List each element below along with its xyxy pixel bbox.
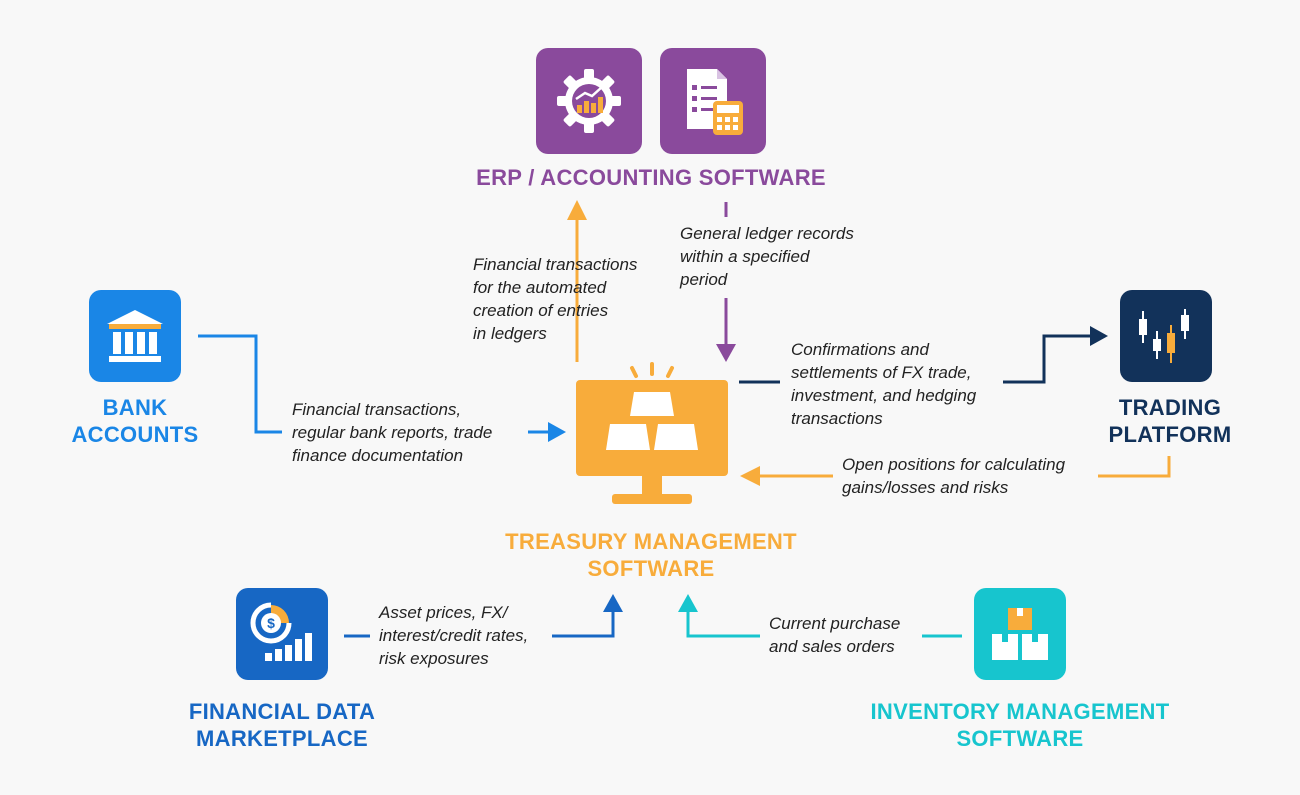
financial-title-line-1: FINANCIAL DATA [188, 699, 376, 724]
flow-note-financial-to-treasury: Asset prices, FX/ interest/credit rates,… [379, 601, 528, 670]
note-line: General ledger records [680, 224, 854, 243]
gear-chart-icon [557, 69, 621, 133]
treasury-monitor [572, 362, 732, 510]
flow-note-treasury-to-trading: Confirmations and settlements of FX trad… [791, 338, 976, 430]
boxes-icon [992, 608, 1048, 660]
treasury-title: TREASURY MANAGEMENT SOFTWARE [480, 528, 822, 582]
checklist-calculator-icon [687, 69, 743, 135]
note-line: interest/credit rates, [379, 626, 529, 645]
erp-title: ERP / ACCOUNTING SOFTWARE [476, 165, 826, 190]
note-line: Current purchase [769, 614, 901, 633]
note-line: creation of entries [473, 301, 609, 320]
bank-building-icon [107, 310, 163, 362]
note-line: risk exposures [379, 649, 489, 668]
note-line: for the automated [473, 278, 607, 297]
candlestick-chart-icon [1139, 309, 1189, 363]
note-line: gains/losses and risks [842, 478, 1009, 497]
monitor-gold-bars-icon [576, 362, 728, 504]
note-line: Financial transactions, [292, 400, 462, 419]
arrow-trading-to-treasury [740, 456, 1171, 486]
bank-title-line-2: ACCOUNTS [71, 422, 199, 447]
arrow-financial-to-treasury [344, 594, 623, 638]
flow-note-trading-to-treasury: Open positions for calculating gains/los… [842, 453, 1065, 499]
flow-note-bank-to-treasury: Financial transactions, regular bank rep… [292, 398, 492, 467]
arrow-inventory-to-treasury [678, 594, 962, 638]
note-line: investment, and hedging [791, 386, 977, 405]
note-line: in ledgers [473, 324, 547, 343]
inventory-title: INVENTORY MANAGEMENT SOFTWARE [850, 698, 1190, 752]
inventory-tile [974, 588, 1066, 680]
arrow-treasury-to-trading [739, 326, 1108, 384]
bank-title-line-1: BANK [102, 395, 168, 420]
trading-title-line-2: PLATFORM [1108, 422, 1232, 447]
financial-title-line-2: MARKETPLACE [196, 726, 368, 751]
note-line: Financial transactions [473, 255, 638, 274]
inventory-title-line-1: INVENTORY MANAGEMENT [870, 699, 1170, 724]
dollar-bar-chart-icon: $ [250, 602, 312, 661]
trading-tile [1120, 290, 1212, 382]
erp-checklist-tile [660, 48, 766, 154]
note-line: Open positions for calculating [842, 455, 1066, 474]
trading-title: TRADING PLATFORM [1086, 394, 1254, 448]
arrow-bank-to-treasury [198, 334, 566, 442]
svg-text:$: $ [267, 615, 275, 631]
treasury-title-line-1: TREASURY MANAGEMENT [505, 529, 797, 554]
arrow-treasury-to-erp [567, 200, 587, 362]
note-line: Asset prices, FX/ [379, 603, 508, 622]
note-line: Confirmations and [791, 340, 929, 359]
note-line: regular bank reports, trade [292, 423, 493, 442]
financial-tile: $ [236, 588, 328, 680]
trading-title-line-1: TRADING [1118, 395, 1222, 420]
bank-title: BANK ACCOUNTS [60, 394, 210, 448]
inventory-title-line-2: SOFTWARE [956, 726, 1084, 751]
flow-note-erp-to-treasury: General ledger records within a specifie… [680, 222, 854, 291]
erp-gear-tile [536, 48, 642, 154]
financial-title: FINANCIAL DATA MARKETPLACE [170, 698, 394, 752]
flow-note-treasury-to-erp: Financial transactions for the automated… [473, 253, 637, 345]
note-line: transactions [791, 409, 883, 428]
note-line: period [680, 270, 728, 289]
note-line: and sales orders [769, 637, 895, 656]
note-line: finance documentation [292, 446, 464, 465]
flow-note-inventory-to-treasury: Current purchase and sales orders [769, 612, 900, 658]
bank-tile [89, 290, 181, 382]
note-line: within a specified [680, 247, 810, 266]
treasury-title-line-2: SOFTWARE [587, 556, 715, 581]
arrow-erp-to-treasury [716, 202, 736, 362]
note-line: settlements of FX trade, [791, 363, 972, 382]
